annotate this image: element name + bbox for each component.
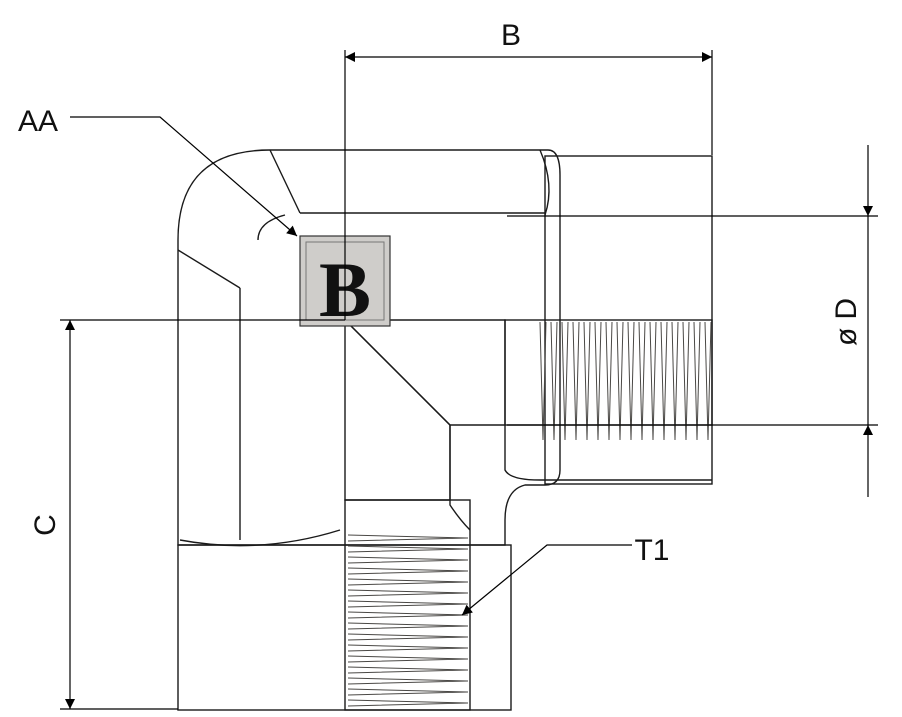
dimension-b-label: B — [501, 19, 521, 52]
callout-aa-label: AA — [18, 105, 58, 138]
thread-crest — [605, 321, 613, 441]
thread-crest — [649, 321, 657, 441]
thread-crest — [704, 321, 712, 441]
dimension-c-label: C — [29, 514, 62, 536]
thread-crest — [347, 644, 469, 652]
dimension-c: C — [29, 319, 345, 710]
callout-aa: AA — [18, 105, 298, 237]
thread-crest — [550, 321, 558, 441]
thread-crest — [561, 321, 569, 441]
thread-crest — [594, 321, 602, 441]
svg-text:øD: øD — [830, 298, 863, 346]
vertical-threads — [347, 534, 469, 707]
callout-t1: T1 — [461, 534, 670, 616]
thread-crest — [347, 688, 469, 696]
thread-crest — [347, 655, 469, 663]
dimension-d-label: D — [830, 298, 863, 320]
dimension-d: øD — [507, 145, 878, 497]
thread-crest — [627, 321, 635, 441]
thread-crest — [347, 556, 469, 564]
thread-crest — [572, 321, 580, 441]
thread-crest — [347, 567, 469, 575]
fitting-body — [177, 149, 713, 711]
thread-crest — [347, 699, 469, 707]
thread-crest — [682, 321, 690, 441]
thread-crest — [347, 534, 469, 542]
thread-crest — [671, 321, 679, 441]
thread-crest — [347, 622, 469, 630]
callout-t1-label: T1 — [634, 534, 669, 567]
diameter-symbol: ø — [830, 328, 863, 346]
horizontal-threads — [539, 321, 712, 441]
thread-crest — [616, 321, 624, 441]
thread-crest — [347, 633, 469, 641]
thread-crest — [693, 321, 701, 441]
thread-crest — [347, 666, 469, 674]
thread-crest — [583, 321, 591, 441]
thread-crest — [347, 600, 469, 608]
section-cut — [343, 318, 713, 711]
thread-crest — [347, 578, 469, 586]
thread-crest — [638, 321, 646, 441]
thread-crest — [347, 545, 469, 553]
thread-crest — [347, 611, 469, 619]
thread-crest — [539, 321, 547, 441]
dimension-b: B — [344, 19, 713, 320]
thread-crest — [347, 589, 469, 597]
thread-crest — [660, 321, 668, 441]
thread-crest — [347, 677, 469, 685]
